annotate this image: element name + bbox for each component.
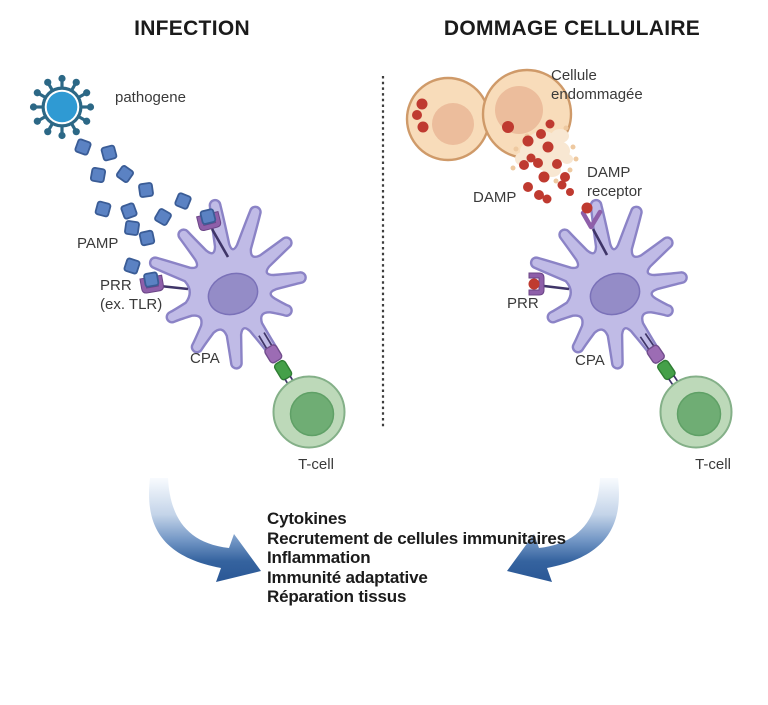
- pamp-square: [100, 144, 118, 162]
- outcome-item: Inflammation: [267, 548, 371, 567]
- tcell-right: [659, 375, 733, 449]
- damp-dot: [560, 172, 570, 182]
- pamp-squares: [74, 138, 192, 275]
- pamp-square: [124, 220, 140, 236]
- pamp-square: [174, 192, 192, 210]
- prr-stem-right: [543, 284, 570, 291]
- virus-spike-knob: [83, 117, 91, 125]
- burst-speckle: [510, 165, 516, 171]
- damp-receptor-label: DAMP receptor: [587, 164, 642, 201]
- damp-dots: [412, 98, 574, 204]
- pamp-square: [138, 229, 156, 247]
- tcell-left: [272, 375, 346, 449]
- prr-label-left: PRR (ex. TLR): [100, 277, 162, 314]
- outcome-item: Cytokines: [267, 509, 347, 528]
- damp-dot: [545, 119, 555, 129]
- cpa-nucleus-left: [207, 272, 259, 316]
- damp-dot: [417, 121, 429, 133]
- damp-dot: [526, 153, 536, 163]
- virus-spike-knob: [83, 89, 91, 97]
- damp-dot: [412, 110, 422, 120]
- tcell-label-right: T-cell: [695, 456, 731, 473]
- prr-label-left-line2: (ex. TLR): [100, 295, 163, 313]
- prr-stem-left: [159, 284, 189, 291]
- damp-dot: [536, 129, 546, 139]
- pamp-receptor-stem: [210, 228, 230, 258]
- virus-spike-knob: [29, 103, 38, 111]
- outcomes-list: Cytokines Recrutement de cellules immuni…: [267, 509, 566, 607]
- cpa-label-right: CPA: [575, 352, 605, 369]
- burst-speckle: [553, 178, 559, 184]
- damp-dot: [557, 180, 567, 190]
- damaged-cell-label: Cellule endommagée: [551, 67, 643, 104]
- damp-receptor-icon: [580, 202, 609, 256]
- tcell-label-left: T-cell: [298, 456, 334, 473]
- damaged-cell-label-line1: Cellule: [551, 67, 597, 84]
- virus-spike-knob: [58, 74, 66, 83]
- virus-spike-knob: [86, 103, 95, 111]
- virus-spike-knob: [33, 117, 41, 125]
- damaged-cell-label-line2: endommagée: [551, 85, 643, 103]
- damp-dot: [519, 160, 529, 170]
- virus-spike-knob: [44, 128, 52, 136]
- virus-spike-knob: [33, 89, 41, 97]
- burst-speckle: [567, 167, 573, 173]
- prr-receptor-left-icon: [139, 271, 165, 295]
- pamp-square: [154, 208, 172, 226]
- damp-dot: [552, 159, 562, 169]
- pathogen-icon: [29, 74, 95, 140]
- burst-speckle: [563, 125, 569, 131]
- outcome-item: Immunité adaptative: [267, 567, 428, 587]
- pamp-square: [74, 138, 92, 156]
- damp-receptor-label-line1: DAMP: [587, 164, 631, 181]
- pamp-square: [120, 202, 138, 220]
- damp-label: DAMP: [473, 189, 517, 206]
- damp-receptor-label-line2: receptor: [587, 182, 643, 200]
- virus-spike-knob: [58, 131, 66, 140]
- damp-dot: [534, 190, 544, 200]
- pamp-bound-receptor-icon: [196, 208, 223, 232]
- prr-label-right: PRR: [507, 295, 539, 312]
- prr-label-left-line1: PRR: [100, 277, 132, 294]
- outcome-item: Réparation tissus: [267, 587, 407, 606]
- virus-spike-knob: [44, 78, 52, 86]
- damp-dot: [533, 158, 543, 168]
- burst-blob: [561, 154, 573, 164]
- damp-dot: [502, 121, 514, 133]
- pamp-square: [138, 182, 154, 198]
- damp-dot: [538, 171, 550, 183]
- prr-receptor-right-icon: [528, 272, 545, 296]
- pathogen-label: pathogene: [115, 89, 186, 106]
- damp-dot: [416, 98, 428, 110]
- damp-dot: [542, 194, 552, 204]
- virus-spike-knob: [72, 128, 80, 136]
- pamp-square: [94, 200, 112, 218]
- burst-speckle: [513, 146, 519, 152]
- cpa-label-left: CPA: [190, 350, 220, 367]
- pamp-square: [116, 165, 134, 183]
- burst-blob: [551, 129, 569, 143]
- damp-dot: [566, 188, 574, 196]
- cpa-nucleus-right: [589, 272, 641, 316]
- pamp-label: PAMP: [77, 235, 119, 252]
- virus-spike-knob: [72, 78, 80, 86]
- curved-arrow-left: [149, 478, 261, 582]
- title-infection: INFECTION: [134, 17, 250, 40]
- title-dommage-cellulaire: DOMMAGE CELLULAIRE: [443, 17, 701, 40]
- damp-dot: [542, 141, 554, 153]
- outcome-item: Recrutement de cellules immunitaires: [267, 528, 566, 548]
- damp-dot: [522, 135, 534, 147]
- damp-dot: [523, 182, 533, 192]
- burst-speckle: [570, 144, 576, 150]
- pamp-square: [123, 257, 141, 275]
- pamp-square: [89, 166, 107, 184]
- burst-speckle: [573, 156, 579, 162]
